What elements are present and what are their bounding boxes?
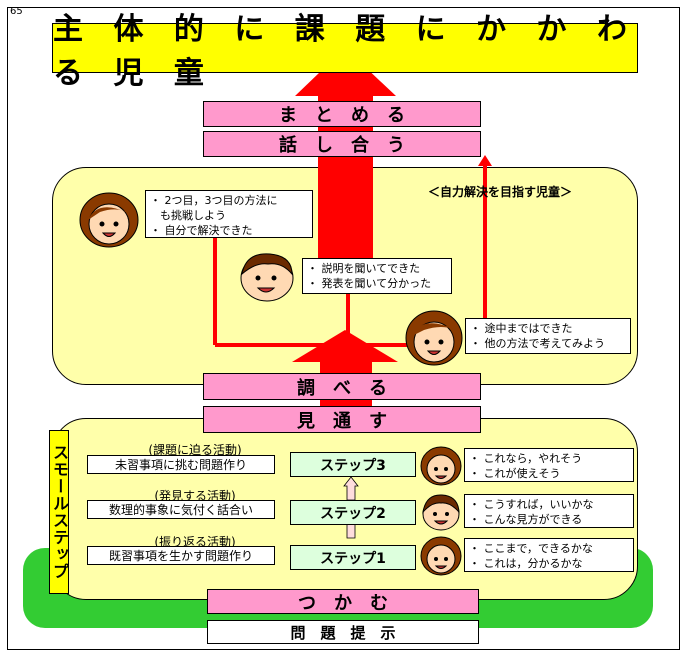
step2-bubble: ・ こうすれば，いいかな ・ こんな見方ができる: [464, 494, 634, 528]
speech-bubble-2: ・ 説明を聞いてできた ・ 発表を聞いて分かった: [302, 258, 452, 294]
bubble-line: ・ 発表を聞いて分かった: [307, 277, 432, 290]
path-arrowheads: [341, 155, 492, 166]
bubble-line: ・ 2つ目，3つ目の方法に: [150, 194, 278, 207]
speech-bubble-3: ・ 途中まではできた ・ 他の方法で考えてみよう: [465, 318, 631, 354]
step-3: ステップ3: [290, 452, 416, 477]
step-1: ステップ1: [290, 545, 416, 570]
speech-bubble-1: ・ 2つ目，3つ目の方法に も挑戦しよう ・ 自分で解決できた: [145, 190, 313, 238]
small-step-label: スモールステップ: [49, 430, 69, 594]
girl-face-icon-2: [405, 310, 463, 366]
foresee-bar: 見 通 す: [203, 406, 481, 433]
girl-small-face-icon-1: [420, 446, 462, 486]
bubble-line: も挑戦しよう: [160, 209, 226, 222]
task-box-3: 未習事項に挑む問題作り: [87, 455, 275, 474]
discuss-bar: 話 し 合 う: [203, 131, 481, 157]
bubble-line: ・ これは，分かるかな: [469, 557, 583, 570]
activity-label-3: (課題に迫る活動): [148, 443, 242, 457]
bubble-line: ・ こんな見方ができる: [469, 513, 583, 526]
task-box-2: 数理的事象に気付く話合い: [87, 500, 275, 519]
activity-label-2: (発見する活動): [154, 489, 236, 503]
problem-present-bar: 問 題 提 示: [207, 620, 479, 644]
step1-bubble: ・ ここまで，できるかな ・ これは，分かるかな: [464, 538, 634, 572]
bubble-line: ・ こうすれば，いいかな: [469, 498, 594, 511]
page-number: 65: [10, 6, 23, 17]
girl-small-face-icon-2: [420, 536, 462, 576]
self-solving-tag: ＜自力解決を目指す児童＞: [428, 185, 573, 199]
boy-small-face-icon: [422, 494, 460, 531]
step3-bubble: ・ これなら，やれそう ・ これが使えそう: [464, 448, 634, 482]
bubble-line: ・ 説明を聞いてできた: [307, 262, 421, 275]
activity-label-1: (振り返る活動): [154, 535, 236, 549]
bubble-line: ・ 途中まではできた: [470, 322, 573, 335]
investigate-bar: 調 べ る: [203, 373, 481, 400]
bubble-line: ・ ここまで，できるかな: [469, 542, 593, 555]
task-box-1: 既習事項を生かす問題作り: [87, 546, 275, 565]
girl-face-icon: [79, 192, 139, 248]
page-title: 主 体 的 に 課 題 に か か わ る 児 童: [52, 12, 638, 91]
bubble-line: ・ これなら，やれそう: [469, 452, 583, 465]
boy-face-icon: [240, 253, 294, 302]
grasp-bar: つ か む: [207, 589, 479, 614]
summarize-bar: ま と め る: [203, 101, 481, 127]
bubble-line: ・ 他の方法で考えてみよう: [470, 337, 605, 350]
step-2: ステップ2: [290, 500, 416, 525]
bubble-line: ・ これが使えそう: [469, 467, 561, 480]
bubble-line: ・ 自分で解決できた: [150, 224, 253, 237]
